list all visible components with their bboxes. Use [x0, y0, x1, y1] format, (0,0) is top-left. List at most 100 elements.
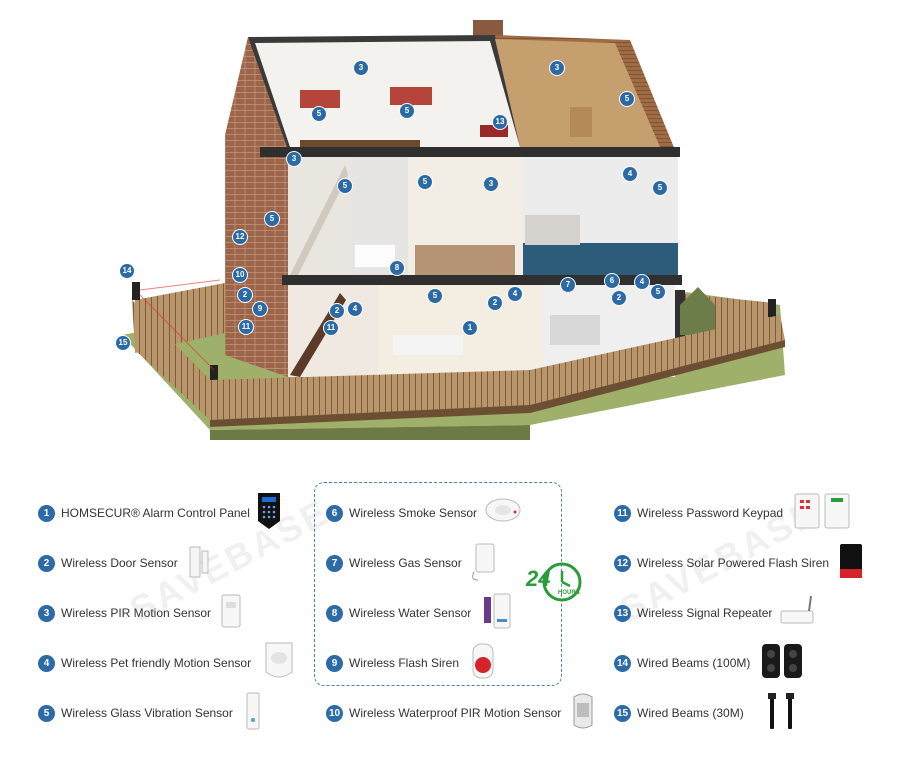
marker-5-side-window: 5 — [265, 212, 279, 226]
marker-5-living: 5 — [428, 289, 442, 303]
legend-item-11: 11 Wireless Password Keypad — [614, 488, 864, 538]
waterproof-pir-icon — [562, 688, 604, 734]
legend-number: 7 — [326, 554, 343, 572]
smoke-sensor-icon — [482, 488, 524, 534]
legend-number: 15 — [614, 704, 631, 722]
marker-5-attic-window-left: 5 — [312, 107, 326, 121]
marker-11-keypad-hall: 11 — [324, 321, 338, 335]
legend-label: Wireless Flash Siren — [349, 656, 460, 670]
legend-label: Wireless Waterproof PIR Motion Sensor — [349, 706, 562, 720]
legend-item-6: 6 Wireless Smoke Sensor — [326, 488, 556, 538]
legend-item-2: 2 Wireless Door Sensor — [38, 538, 303, 588]
water-sensor-icon — [476, 588, 518, 634]
legend-label: Wireless Solar Powered Flash Siren — [637, 556, 830, 570]
legend-label: HOMSECUR® Alarm Control Panel — [61, 506, 250, 520]
house-illustration: 3 3 5 5 13 5 3 5 5 3 4 5 5 12 8 14 10 2 … — [110, 15, 790, 440]
marker-5-bedroom: 5 — [418, 175, 432, 189]
legend-column-1: 1 HOMSECUR® Alarm Control Panel 2 Wirele… — [38, 488, 303, 738]
marker-10-outdoor-pir: 10 — [233, 268, 247, 282]
legend-item-5: 5 Wireless Glass Vibration Sensor — [38, 688, 303, 738]
marker-4-hall: 4 — [348, 302, 362, 316]
legend-item-10: 10 Wireless Waterproof PIR Motion Sensor — [326, 688, 593, 738]
legend-item-13: 13 Wireless Signal Repeater — [614, 588, 864, 638]
repeater-icon — [776, 588, 818, 634]
alarm-panel-icon — [248, 488, 290, 534]
marker-12-solar-siren: 12 — [233, 230, 247, 244]
legend-item-4: 4 Wireless Pet friendly Motion Sensor — [38, 638, 303, 688]
legend-label: Wireless Glass Vibration Sensor — [61, 706, 233, 720]
legend-number: 9 — [326, 654, 343, 672]
marker-2-hall: 2 — [330, 304, 344, 318]
marker-4-kids-room: 4 — [623, 167, 637, 181]
marker-2-front-door: 2 — [238, 288, 252, 302]
marker-15-beam: 15 — [116, 336, 130, 350]
legend-label: Wireless Password Keypad — [637, 506, 784, 520]
marker-2-kitchen: 2 — [612, 291, 626, 305]
legend-label: Wired Beams (30M) — [637, 706, 744, 720]
wireless-sensor-group-frame — [314, 482, 562, 686]
legend-label: Wireless Pet friendly Motion Sensor — [61, 656, 252, 670]
marker-4-living: 4 — [508, 287, 522, 301]
legend-number: 14 — [614, 654, 631, 672]
legend-number: 10 — [326, 704, 343, 722]
legend-number: 13 — [614, 604, 631, 622]
legend-item-15: 15 Wired Beams (30M) — [614, 688, 864, 738]
door-sensor-icon — [178, 538, 220, 584]
legend-column-2: 6 Wireless Smoke Sensor 7 Wireless Gas S… — [326, 488, 593, 738]
legend-number: 4 — [38, 654, 55, 672]
legend-label: Wireless PIR Motion Sensor — [61, 606, 212, 620]
marker-8-water: 8 — [390, 261, 404, 275]
beam-30m-icon — [758, 688, 806, 734]
legend-label: Wireless Door Sensor — [61, 556, 178, 570]
marker-3-bedroom: 3 — [484, 177, 498, 191]
marker-3-attic-left: 3 — [354, 61, 368, 75]
legend-item-8: 8 Wireless Water Sensor — [326, 588, 561, 638]
legend-number: 6 — [326, 504, 343, 522]
legend-label: Wireless Smoke Sensor — [349, 506, 478, 520]
glass-sensor-icon — [232, 688, 274, 734]
clock-icon — [542, 562, 582, 602]
marker-5-bath: 5 — [338, 179, 352, 193]
marker-9-siren: 9 — [253, 302, 267, 316]
legend-label: Wireless Water Sensor — [349, 606, 472, 620]
legend-number: 5 — [38, 704, 55, 722]
legend-item-9: 9 Wireless Flash Siren — [326, 638, 561, 688]
marker-7-gas: 7 — [561, 278, 575, 292]
legend-item-3: 3 Wireless PIR Motion Sensor — [38, 588, 303, 638]
house-drawing — [122, 20, 785, 440]
twenty-four-hours-badge: 24 HOURS — [522, 560, 586, 604]
legend-item-14: 14 Wired Beams (100M) — [614, 638, 864, 688]
marker-3-stairs: 3 — [287, 152, 301, 166]
legend-item-1: 1 HOMSECUR® Alarm Control Panel — [38, 488, 303, 538]
legend-number: 3 — [38, 604, 55, 622]
pir-sensor-icon — [210, 588, 252, 634]
beam-100m-icon — [758, 638, 806, 684]
legend-item-12: 12 Wireless Solar Powered Flash Siren — [614, 538, 864, 588]
marker-5-kitchen: 5 — [651, 285, 665, 299]
keypad-icon — [792, 488, 854, 534]
solar-siren-icon — [830, 538, 872, 584]
marker-5-attic-window-mid: 5 — [400, 104, 414, 118]
marker-1-control-panel: 1 — [463, 321, 477, 335]
marker-2-living: 2 — [488, 296, 502, 310]
legend-number: 8 — [326, 604, 343, 622]
legend-label: Wireless Signal Repeater — [637, 606, 773, 620]
legend-item-7: 7 Wireless Gas Sensor — [326, 538, 561, 588]
legend-number: 2 — [38, 554, 55, 572]
badge-number: 24 — [526, 566, 551, 591]
legend-number: 11 — [614, 504, 631, 522]
pet-motion-sensor-icon — [258, 638, 300, 684]
marker-6-smoke: 6 — [605, 274, 619, 288]
marker-13-repeater: 13 — [493, 115, 507, 129]
legend-column-3: 11 Wireless Password Keypad 12 Wireless … — [614, 488, 864, 738]
marker-5-attic-window-right: 5 — [620, 92, 634, 106]
legend-label: Wired Beams (100M) — [637, 656, 751, 670]
marker-11-keypad-outside: 11 — [239, 320, 253, 334]
legend-number: 1 — [38, 504, 55, 522]
marker-5-kids-room: 5 — [653, 181, 667, 195]
gas-sensor-icon — [462, 538, 504, 584]
marker-3-attic-right: 3 — [550, 61, 564, 75]
badge-caption: HOURS — [558, 590, 580, 596]
legend-label: Wireless Gas Sensor — [349, 556, 462, 570]
legend-number: 12 — [614, 554, 631, 572]
